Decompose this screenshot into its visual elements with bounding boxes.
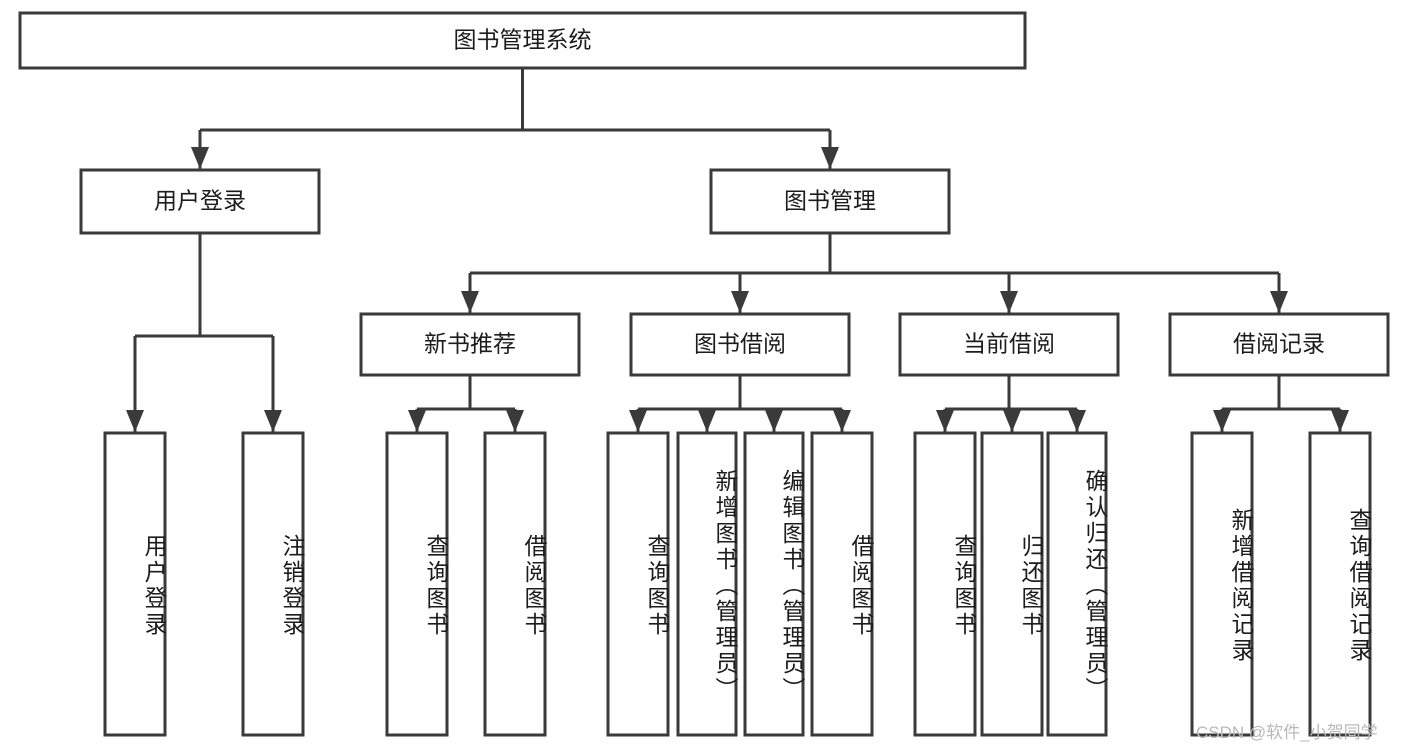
arrow-root-to-l1-0 bbox=[191, 147, 209, 169]
node-box-l2-2[interactable] bbox=[898, 312, 1120, 377]
arrow-l2-0-to-leaf-0 bbox=[408, 410, 426, 432]
arrow-root-to-l1-1 bbox=[821, 147, 839, 169]
connectors-layer bbox=[126, 68, 1349, 432]
leaf-box-2[interactable] bbox=[385, 431, 449, 737]
arrow-l1-1-to-l2-3 bbox=[1270, 291, 1288, 313]
arrow-l2-2-to-leaf-1 bbox=[1003, 410, 1021, 432]
node-label-root: 图书管理系统 bbox=[454, 27, 592, 53]
leaf-box-1[interactable] bbox=[241, 431, 305, 737]
arrow-l2-2-to-leaf-2 bbox=[1068, 410, 1086, 432]
leaf-box-3[interactable] bbox=[483, 431, 547, 737]
node-label-l1-0: 用户登录 bbox=[154, 188, 246, 214]
leaf-box-5[interactable] bbox=[676, 431, 738, 737]
node-label-l2-0: 新书推荐 bbox=[424, 331, 516, 357]
leaf-box-12[interactable] bbox=[1308, 431, 1372, 737]
node-label-l2-2: 当前借阅 bbox=[963, 331, 1055, 357]
node-label-l2-3: 借阅记录 bbox=[1233, 331, 1325, 357]
arrow-l2-3-to-leaf-0 bbox=[1213, 410, 1231, 432]
node-box-l2-1[interactable] bbox=[629, 312, 851, 377]
node-box-l1-0[interactable] bbox=[79, 168, 321, 235]
leaf-box-8[interactable] bbox=[913, 431, 977, 737]
arrow-l1-0-to-leaf-1 bbox=[264, 410, 282, 432]
leaf-box-0[interactable] bbox=[103, 431, 167, 737]
leaf-box-7[interactable] bbox=[810, 431, 874, 737]
arrow-l2-2-to-leaf-0 bbox=[936, 410, 954, 432]
node-box-l1-1[interactable] bbox=[709, 168, 951, 235]
node-label-l2-1: 图书借阅 bbox=[694, 331, 786, 357]
boxes-layer bbox=[18, 11, 1390, 737]
watermark-text: CSDN @软件_小贺同学 bbox=[1196, 723, 1378, 742]
arrow-l2-1-to-leaf-2 bbox=[765, 410, 783, 432]
leaf-box-6[interactable] bbox=[743, 431, 805, 737]
arrow-l2-1-to-leaf-0 bbox=[629, 410, 647, 432]
node-box-root[interactable] bbox=[18, 11, 1027, 70]
node-box-l2-0[interactable] bbox=[359, 312, 581, 377]
node-label-l1-1: 图书管理 bbox=[784, 188, 876, 214]
arrow-l2-3-to-leaf-1 bbox=[1331, 410, 1349, 432]
leaf-box-4[interactable] bbox=[606, 431, 670, 737]
arrow-l1-1-to-l2-2 bbox=[1000, 291, 1018, 313]
arrow-l2-0-to-leaf-1 bbox=[506, 410, 524, 432]
arrow-l2-1-to-leaf-1 bbox=[698, 410, 716, 432]
arrow-l1-0-to-leaf-0 bbox=[126, 410, 144, 432]
arrow-l1-1-to-l2-1 bbox=[731, 291, 749, 313]
leaf-box-11[interactable] bbox=[1190, 431, 1254, 737]
leaf-box-10[interactable] bbox=[1046, 431, 1108, 737]
node-box-l2-3[interactable] bbox=[1168, 312, 1390, 377]
leaf-box-9[interactable] bbox=[980, 431, 1044, 737]
arrow-l1-1-to-l2-0 bbox=[461, 291, 479, 313]
arrow-l2-1-to-leaf-3 bbox=[833, 410, 851, 432]
